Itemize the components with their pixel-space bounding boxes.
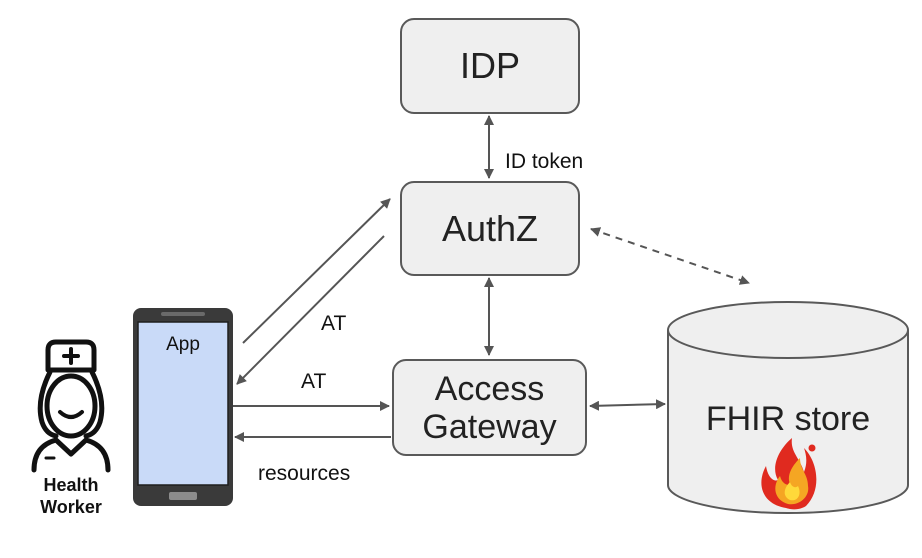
authz-fhir-dashed-arrow (590, 227, 750, 285)
fhir-flame-logo (761, 438, 817, 510)
at-upper-label: AT (321, 312, 347, 335)
health-worker-label-line1: Health (43, 475, 99, 495)
fhir-store-label: FHIR store (705, 400, 871, 438)
id-token-label: ID token (505, 150, 584, 173)
phone-icon (133, 308, 233, 506)
authz-to-app-arrow (236, 235, 385, 385)
resources-label: resources (258, 462, 351, 485)
authz-node: AuthZ (400, 181, 580, 276)
at-lower-label: AT (301, 370, 327, 393)
health-worker-label-line2: Worker (40, 497, 102, 517)
gateway-label-line1: Access (434, 369, 545, 408)
gateway-label-line2: Gateway (422, 407, 557, 446)
health-worker-icon (31, 339, 111, 473)
app-to-authz-arrow (242, 198, 391, 344)
gateway-fhir-arrow (589, 399, 666, 411)
authz-label: AuthZ (441, 207, 539, 249)
access-gateway-node: Access Gateway (392, 359, 587, 456)
idp-label: IDP (459, 45, 520, 86)
idp-node: IDP (400, 18, 580, 114)
fhir-store-cylinder (667, 301, 909, 514)
health-worker-label: Health Worker (18, 474, 124, 518)
app-label: App (166, 334, 200, 355)
